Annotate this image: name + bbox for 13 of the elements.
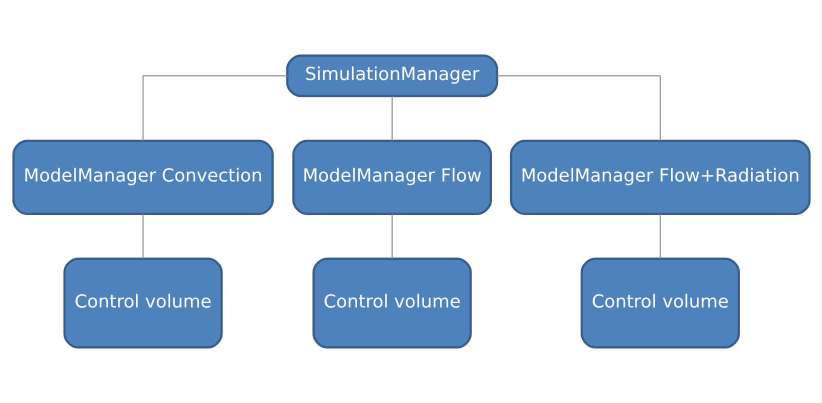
node-box: ModelManager Convection (12, 140, 274, 215)
node-box: ModelManager Flow+Radiation (509, 140, 810, 215)
node-box: Control volume (580, 258, 740, 348)
node-box: ModelManager Flow (292, 140, 492, 215)
connector (391, 96, 392, 141)
connector (496, 75, 660, 141)
connector (142, 214, 144, 259)
node-box: Control volume (312, 258, 472, 348)
connector (391, 214, 392, 259)
node-box: Control volume (62, 258, 222, 348)
connector (659, 214, 660, 259)
node-box: SimulationManager (286, 54, 498, 98)
connector (142, 75, 287, 141)
